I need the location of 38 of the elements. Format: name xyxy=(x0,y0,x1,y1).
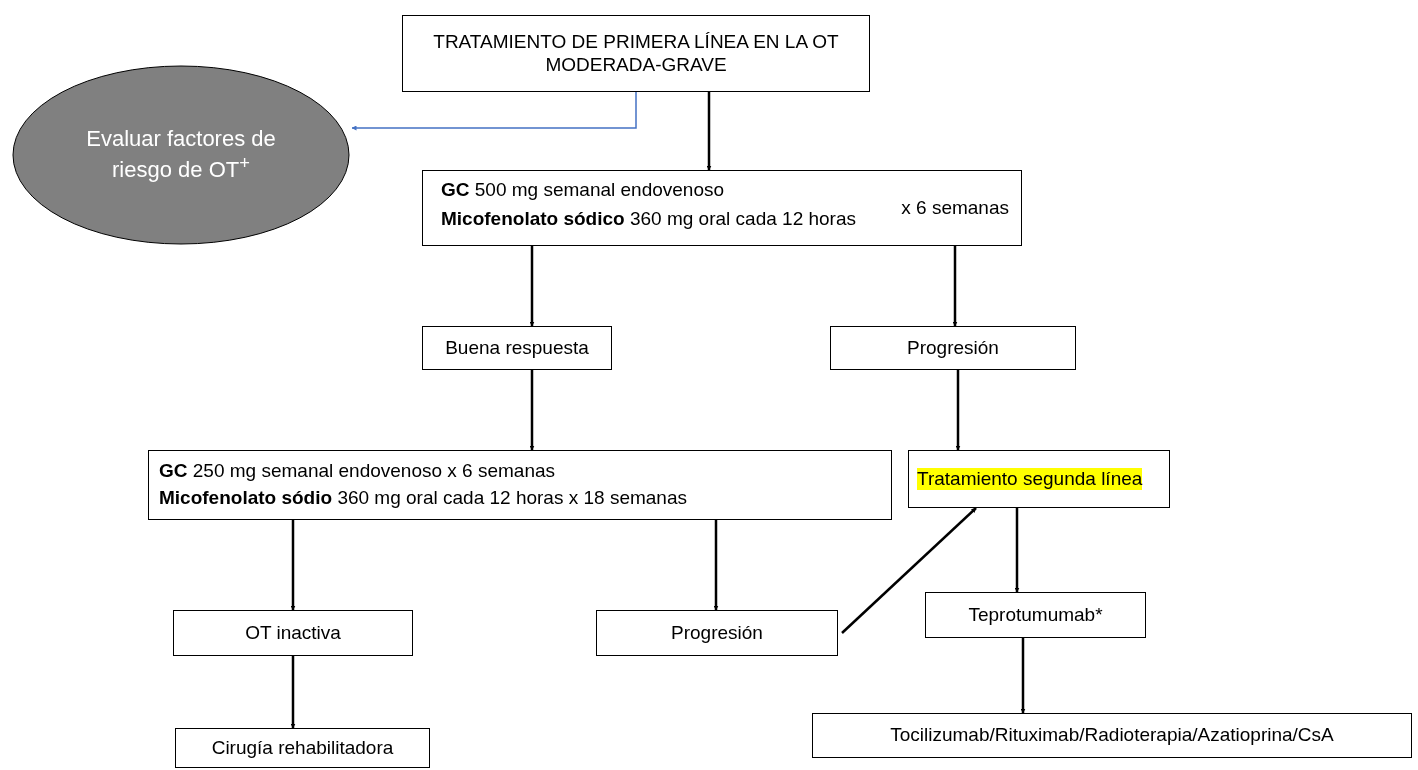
arrow xyxy=(955,370,961,451)
process-box xyxy=(925,592,1146,638)
node-text: TRATAMIENTO DE PRIMERA LÍNEA EN LA OT MODERADA-GRAVE xyxy=(432,30,840,77)
arrow xyxy=(1020,638,1026,714)
dose-text: Micofenolato sódio 360 mg oral cada 12 horas x 18 semanas xyxy=(159,487,687,510)
process-box xyxy=(422,326,612,370)
process-box xyxy=(596,610,838,656)
process-box xyxy=(908,450,1170,508)
process-box xyxy=(402,15,870,92)
arrow xyxy=(1014,508,1020,593)
process-box xyxy=(175,728,430,768)
dose-text: Micofenolato sódico 360 mg oral cada 12 horas xyxy=(441,207,856,231)
process-box xyxy=(422,170,1022,246)
arrow xyxy=(706,92,712,171)
arrow xyxy=(351,91,637,131)
node-text: Teprotumumab* xyxy=(968,603,1103,627)
arrow xyxy=(290,520,296,611)
dose-text: GC 500 mg semanal endovenoso xyxy=(441,179,725,202)
arrow xyxy=(529,246,535,327)
node-text: Progresión xyxy=(671,621,763,645)
arrow xyxy=(841,507,977,634)
node-text: OT inactiva xyxy=(245,621,341,645)
process-box xyxy=(148,450,892,520)
node-text: Buena respuesta xyxy=(445,336,589,360)
arrow xyxy=(290,656,296,729)
arrow xyxy=(713,520,719,611)
arrow xyxy=(952,246,958,327)
process-box xyxy=(830,326,1076,370)
process-box xyxy=(812,713,1412,758)
node-text: Evaluar factores de riesgo de OT$^{+}$ xyxy=(85,125,277,185)
ellipse-node xyxy=(12,65,350,245)
dose-text: GC 250 mg semanal endovenoso x 6 semanas xyxy=(159,460,556,483)
duration-text: x 6 semanas xyxy=(901,197,1009,220)
node-text: Tocilizumab/Rituximab/Radioterapia/Azatioprina/CsA xyxy=(890,724,1334,747)
node-text: Progresión xyxy=(907,336,999,360)
arrow xyxy=(529,370,535,451)
node-text: Cirugía rehabilitadora xyxy=(211,736,394,760)
process-box xyxy=(173,610,413,656)
